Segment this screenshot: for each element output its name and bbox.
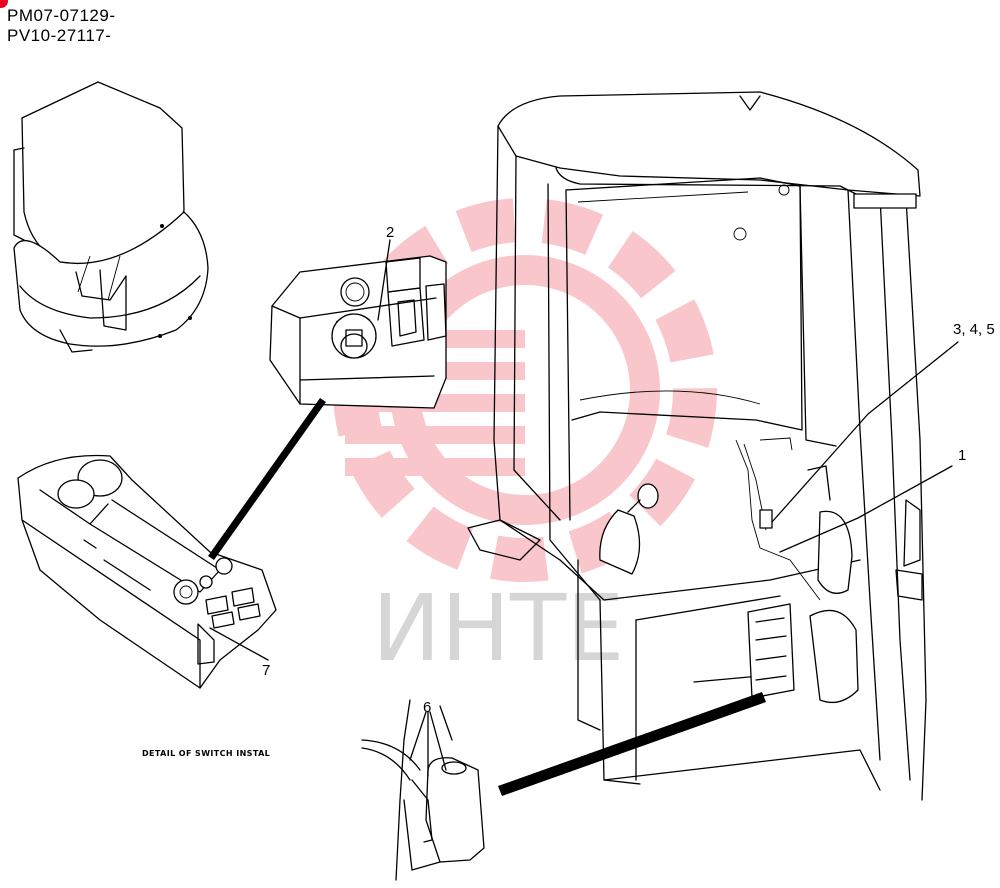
cab-illustration xyxy=(467,91,927,801)
seat-illustration xyxy=(13,81,209,353)
callout-2: 2 xyxy=(386,224,394,241)
switch-panel-detail xyxy=(269,255,447,409)
watermark-text: ИНТЕ xyxy=(372,575,624,682)
console-illustration xyxy=(17,454,277,689)
switch-detail-caption: DETAIL OF SWITCH INSTAL xyxy=(142,749,270,758)
serial-number-2: PV10-27117- xyxy=(7,26,112,45)
leader-lines xyxy=(208,239,959,796)
callout-1: 1 xyxy=(958,447,966,464)
callout-6: 6 xyxy=(423,699,431,716)
callout-7: 7 xyxy=(262,662,270,679)
callout-3-4-5: 3, 4, 5 xyxy=(953,321,995,338)
detail-6-illustration xyxy=(361,699,485,881)
serial-number-1: PM07-07129- xyxy=(7,6,116,25)
corner-marker-icon xyxy=(0,0,8,8)
